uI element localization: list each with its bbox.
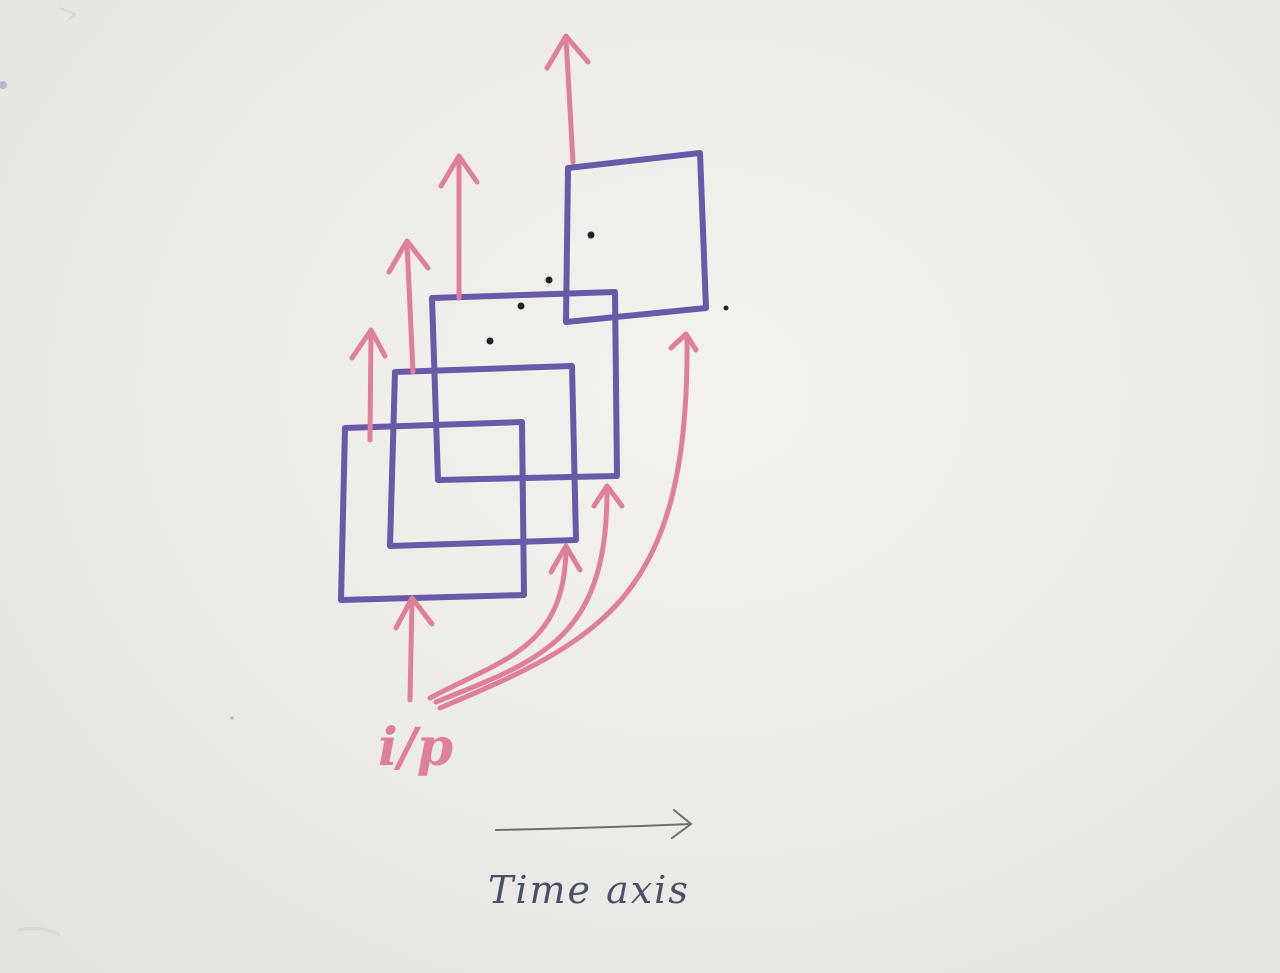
frame-stack <box>338 150 709 603</box>
ellipsis-dots <box>486 231 729 345</box>
input-arrow-3 <box>433 483 625 705</box>
output-arrow-3 <box>438 153 480 301</box>
frame-3 <box>429 289 620 483</box>
input-label: i/p <box>378 717 453 778</box>
output-arrow-2 <box>386 238 431 375</box>
frame-4 <box>563 150 709 325</box>
input-arrow-4 <box>437 331 699 711</box>
time-axis-label: Time axis <box>488 868 690 912</box>
output-arrow-4 <box>544 33 591 165</box>
input-arrow-1 <box>393 595 435 703</box>
frame-1 <box>338 419 527 603</box>
time-axis-arrow <box>495 809 693 839</box>
input-arrow-2 <box>427 543 583 701</box>
output-arrow-1 <box>349 327 388 443</box>
frame-2 <box>387 363 579 549</box>
board-marks <box>0 7 234 937</box>
input-arrows <box>393 331 699 711</box>
output-arrows <box>349 33 591 443</box>
